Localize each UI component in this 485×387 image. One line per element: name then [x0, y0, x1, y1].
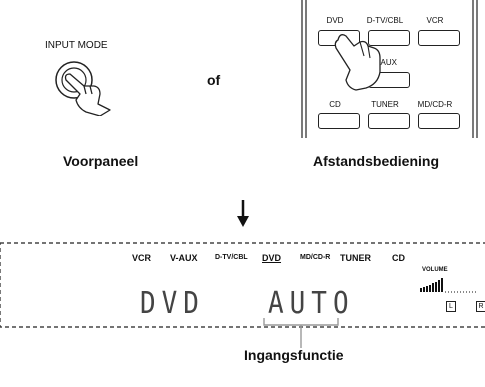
- pointing-hand-icon: [64, 73, 111, 116]
- channel-right-indicator: R: [476, 301, 485, 312]
- remote-label-mdcdr: MD/CD-R: [417, 100, 453, 109]
- display-source-vcr: VCR: [132, 253, 152, 263]
- remote-label-dvd: DVD: [326, 16, 344, 25]
- remote-vcr-button[interactable]: [418, 30, 460, 46]
- display-source-dtv: D-TV/CBL: [215, 254, 248, 261]
- volume-label: VOLUME: [422, 267, 448, 273]
- display-main-text: DVD: [140, 286, 205, 322]
- remote-label-vcr: VCR: [426, 16, 444, 25]
- remote-label-tuner: TUNER: [371, 100, 399, 109]
- channel-left-indicator: L: [446, 301, 456, 312]
- down-arrow-icon: [237, 200, 249, 227]
- remote-cd-button[interactable]: [318, 113, 360, 129]
- remote-caption: Afstandsbediening: [313, 153, 440, 169]
- input-mode-knob[interactable]: [50, 56, 130, 116]
- display-source-tuner: TUNER: [340, 253, 371, 263]
- remote-frame: [301, 0, 478, 138]
- display-source-cd: CD: [392, 253, 405, 263]
- remote-tuner-button[interactable]: [368, 113, 410, 129]
- display-mode-text: AUTO: [268, 286, 355, 322]
- remote-mdcdr-button[interactable]: [418, 113, 460, 129]
- pressing-hand-icon: [334, 34, 381, 91]
- remote-label-vaux: V-AUX: [372, 58, 397, 67]
- display-panel: VCR V-AUX D-TV/CBL DVD MD/CD-R TUNER CD …: [0, 241, 485, 329]
- remote-dtv-button[interactable]: [368, 30, 410, 46]
- display-frame: [0, 242, 485, 328]
- display-source-mdcdr: MD/CD-R: [300, 254, 331, 261]
- input-mode-label: INPUT MODE: [45, 40, 108, 51]
- callout-bracket: [263, 318, 339, 348]
- display-source-dvd: DVD: [262, 253, 282, 263]
- connector-text: of: [207, 72, 221, 88]
- remote-label-cd: CD: [329, 100, 341, 109]
- volume-meter-icon: [420, 278, 476, 293]
- callout-label: Ingangsfunctie: [244, 347, 344, 363]
- front-panel-caption: Voorpaneel: [63, 153, 139, 169]
- remote-label-dtv: D-TV/CBL: [366, 16, 404, 25]
- display-source-vaux: V-AUX: [170, 253, 198, 263]
